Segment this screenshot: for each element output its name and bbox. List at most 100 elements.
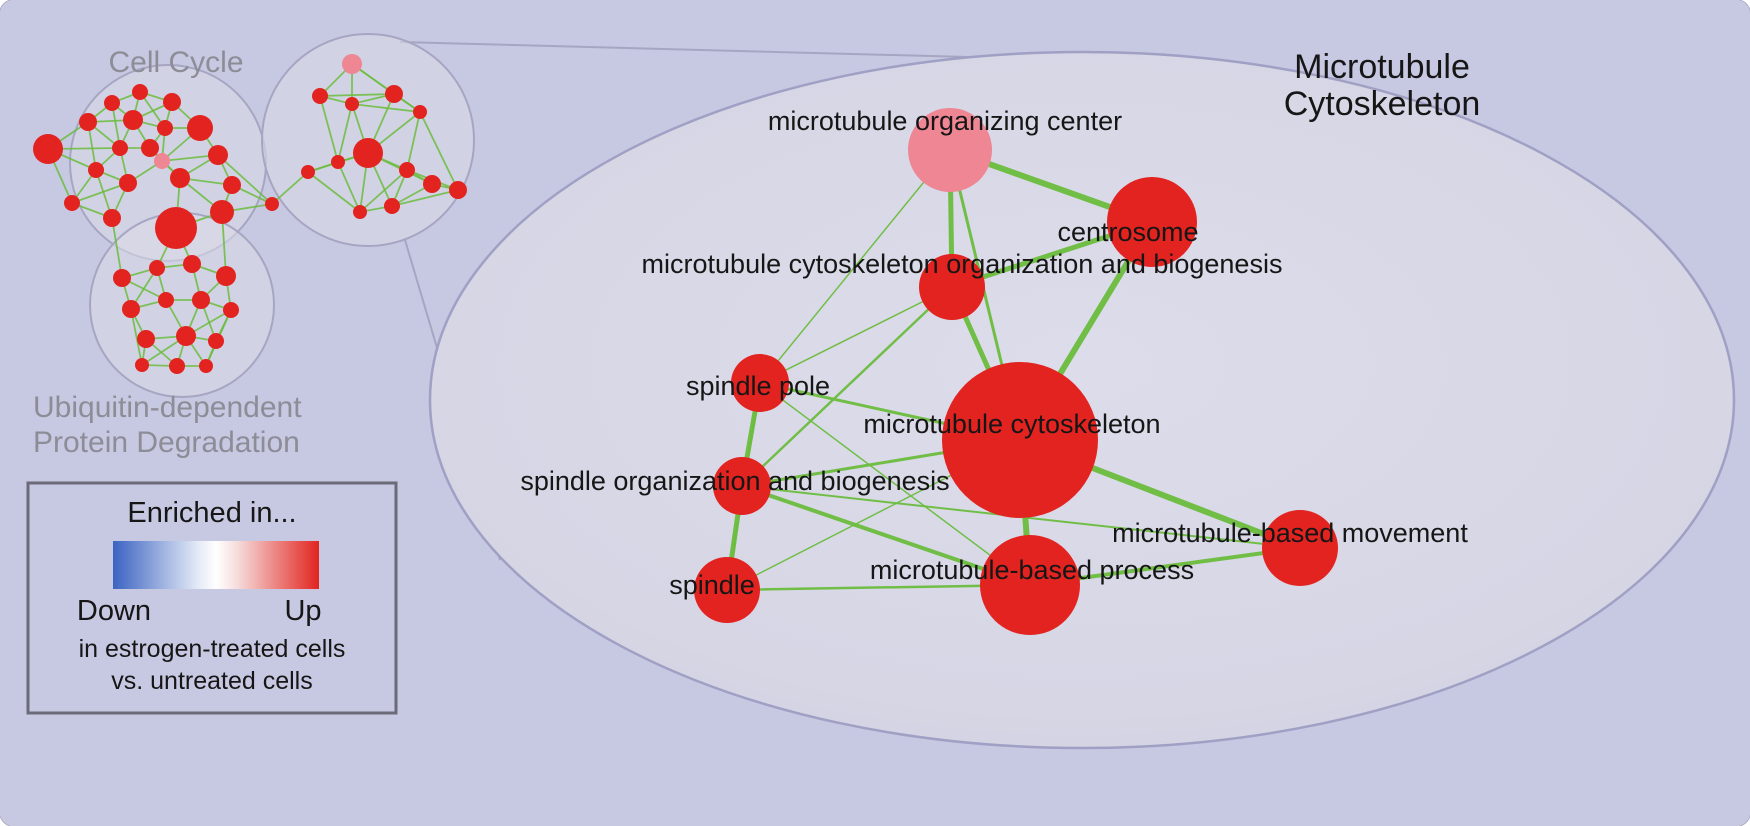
mini-node xyxy=(353,205,367,219)
legend-up-label: Up xyxy=(284,595,321,627)
mini-node xyxy=(183,255,201,273)
mini-node xyxy=(353,138,383,168)
mini-node xyxy=(157,120,173,136)
mini-node xyxy=(79,113,97,131)
legend-caption-line1: in estrogen-treated cells xyxy=(79,635,346,663)
mini-node xyxy=(163,93,181,111)
mini-network-nodes xyxy=(33,54,467,374)
detail-nodes xyxy=(694,108,1338,635)
ubiquitin-label-line2: Protein Degradation xyxy=(33,426,300,459)
mini-node xyxy=(103,209,121,227)
mini-node xyxy=(64,195,80,211)
detail-edge-spindle_org-process xyxy=(740,484,1032,587)
mini-node xyxy=(301,165,315,179)
legend-caption-line2: vs. untreated cells xyxy=(111,667,313,695)
mini-node xyxy=(123,110,143,130)
mini-edge xyxy=(111,217,123,279)
detail-node-moc xyxy=(908,108,992,192)
detail-node-label-centrosome: centrosome xyxy=(1057,217,1198,247)
mini-node xyxy=(170,168,190,188)
detail-edge-mcob-spindle_pole xyxy=(759,286,953,384)
mini-node xyxy=(119,174,137,192)
mini-edge xyxy=(307,171,361,213)
detail-node-label-process: microtubule-based process xyxy=(870,555,1194,585)
mini-edge xyxy=(359,169,408,213)
mini-node xyxy=(265,197,279,211)
detail-node-label-movement: microtubule-based movement xyxy=(1112,518,1468,548)
mini-node xyxy=(208,145,228,165)
mini-node xyxy=(449,181,467,199)
ubiquitin-label-line1: Ubiquitin-dependent xyxy=(33,391,302,424)
detail-edge-process-spindle xyxy=(725,583,1032,592)
mini-node xyxy=(345,97,359,111)
mini-edge xyxy=(71,182,129,204)
mini-node xyxy=(413,105,427,119)
mini-node xyxy=(122,300,140,318)
mini-node xyxy=(385,85,403,103)
mini-node xyxy=(154,153,170,169)
detail-edge-moc-spindle_pole xyxy=(759,149,951,384)
mini-node xyxy=(216,266,236,286)
detail-node-spindle xyxy=(694,557,760,623)
detail-edge-mcob-spindle_org xyxy=(740,285,954,488)
mini-node xyxy=(141,139,159,157)
mini-node xyxy=(331,155,345,169)
mini-node xyxy=(155,207,197,249)
mini-node xyxy=(223,176,241,194)
mini-edge xyxy=(217,154,273,205)
detail-node-label-spindle: spindle xyxy=(669,570,755,600)
mini-edge xyxy=(337,103,353,163)
mini-node xyxy=(223,302,239,318)
mini-edge xyxy=(319,93,395,97)
mini-edge xyxy=(419,111,459,191)
mini-node xyxy=(399,162,415,178)
mini-node xyxy=(342,54,362,74)
mini-node xyxy=(312,88,328,104)
legend: Enriched in... Down Up in estrogen-treat… xyxy=(26,481,398,715)
mini-node xyxy=(137,330,155,348)
mini-node xyxy=(132,84,148,100)
detail-node-centrosome xyxy=(1107,177,1197,267)
detail-node-movement xyxy=(1262,510,1338,586)
legend-down-label: Down xyxy=(77,595,151,627)
mini-node xyxy=(112,140,128,156)
mini-node xyxy=(187,115,213,141)
mini-node xyxy=(113,269,131,287)
mini-edge xyxy=(337,161,361,213)
callout-line-top xyxy=(399,41,1006,59)
mini-node xyxy=(135,358,149,372)
mini-edge xyxy=(130,308,143,366)
mini-edge xyxy=(406,111,421,171)
legend-box xyxy=(26,481,398,715)
mini-node xyxy=(149,260,165,276)
detail-edge-spindle_pole-process xyxy=(759,382,1031,586)
microtubule-title-line2: Cytoskeleton xyxy=(1284,85,1481,123)
detail-node-mcob xyxy=(919,254,985,320)
mini-node xyxy=(199,359,213,373)
microtubule-title-line1: Microtubule xyxy=(1294,48,1470,86)
mini-node xyxy=(210,200,234,224)
mini-cluster-circles xyxy=(69,33,475,398)
mini-node xyxy=(176,326,196,346)
mini-edge xyxy=(319,95,339,163)
mini-node xyxy=(192,291,210,309)
mini-node xyxy=(169,358,185,374)
mini-node xyxy=(33,134,63,164)
detail-node-spindle_pole xyxy=(731,354,789,412)
cell-cycle-label: Cell Cycle xyxy=(108,46,243,79)
mini-edge xyxy=(271,171,309,205)
detail-labels: microtubule organizing centercentrosomem… xyxy=(520,106,1468,600)
mini-node xyxy=(158,292,174,308)
detail-node-label-spindle_org: spindle organization and biogenesis xyxy=(520,466,949,496)
legend-gradient-bar xyxy=(113,541,319,589)
detail-node-label-mcyto: microtubule cytoskeleton xyxy=(863,409,1160,439)
mini-node xyxy=(104,95,120,111)
detail-node-spindle_org xyxy=(713,457,771,515)
detail-node-process xyxy=(980,535,1080,635)
mini-node xyxy=(423,175,441,193)
legend-title: Enriched in... xyxy=(127,497,296,529)
mini-edge xyxy=(391,189,459,207)
detail-node-label-spindle_pole: spindle pole xyxy=(686,371,830,401)
mini-node xyxy=(208,333,224,349)
